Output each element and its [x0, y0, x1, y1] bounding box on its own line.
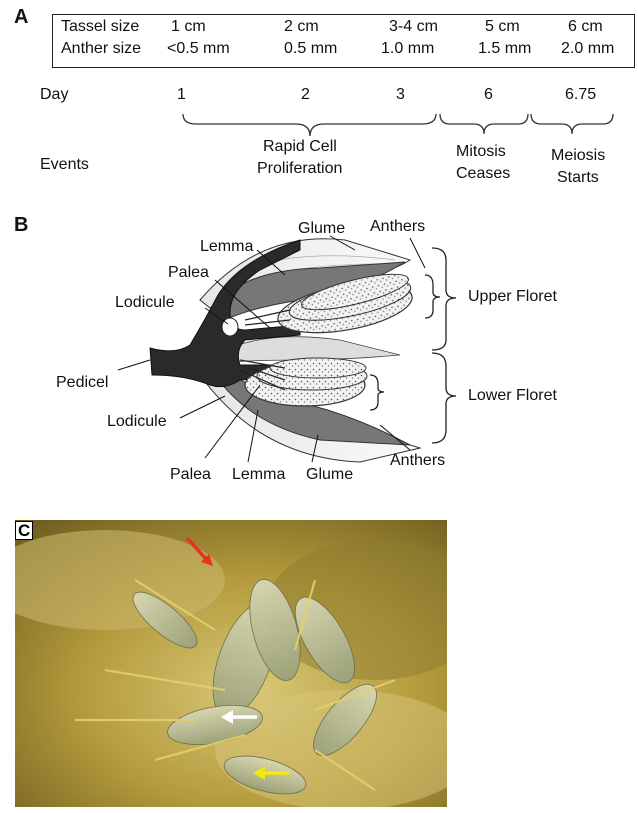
label-lodicule-top: Lodicule	[115, 294, 175, 312]
event-3-line2: Starts	[557, 169, 599, 187]
event-1-line1: Rapid Cell	[263, 138, 337, 156]
label-lodicule-bottom: Lodicule	[107, 413, 167, 431]
upper-lodicule-shape	[222, 318, 238, 336]
label-lemma-bottom: Lemma	[232, 466, 285, 484]
label-palea-bottom: Palea	[170, 466, 211, 484]
event-2-line2: Ceases	[456, 165, 510, 183]
event-2-line1: Mitosis	[456, 143, 506, 161]
label-lower-floret: Lower Floret	[468, 387, 557, 405]
panel-c-letter: C	[15, 521, 33, 540]
events-label: Events	[40, 156, 89, 174]
label-anthers-top: Anthers	[370, 218, 425, 236]
label-anthers-bottom: Anthers	[390, 452, 445, 470]
event-braces	[0, 0, 638, 140]
label-upper-floret: Upper Floret	[468, 288, 557, 306]
event-3-line1: Meiosis	[551, 147, 605, 165]
label-lemma-top: Lemma	[200, 238, 253, 256]
floret-diagram	[0, 200, 638, 500]
label-glume-top: Glume	[298, 220, 345, 238]
event-1-line2: Proliferation	[257, 160, 342, 178]
label-glume-bottom: Glume	[306, 466, 353, 484]
tassel-photo	[15, 520, 447, 807]
label-pedicel: Pedicel	[56, 374, 108, 392]
label-palea-top: Palea	[168, 264, 209, 282]
